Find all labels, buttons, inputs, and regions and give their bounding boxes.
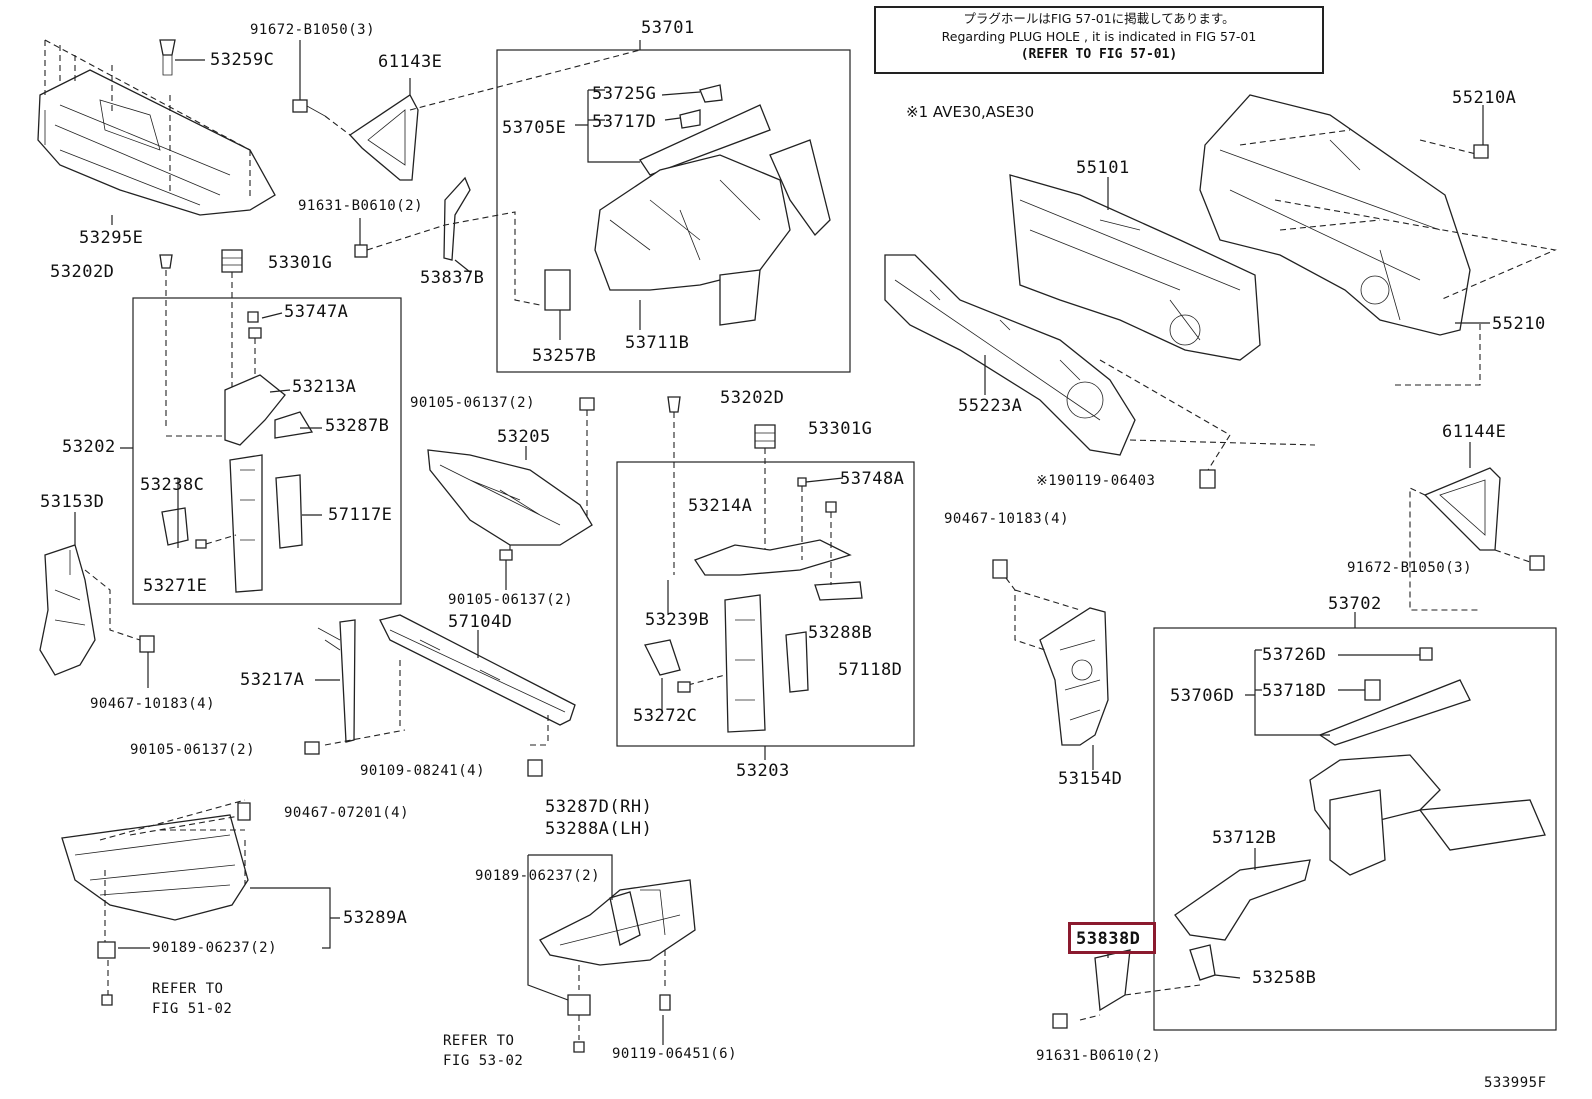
part-53154D-drawing bbox=[992, 559, 1109, 770]
part-label[interactable]: 57118D bbox=[838, 660, 903, 680]
part-label[interactable]: 53154D bbox=[1058, 769, 1123, 789]
part-label[interactable]: 53295E bbox=[79, 228, 144, 248]
part-label[interactable]: 57104D bbox=[448, 612, 513, 632]
part-61143E-drawing bbox=[292, 40, 641, 181]
part-61144E-drawing bbox=[1409, 442, 1545, 611]
highlight-53838D bbox=[1068, 922, 1156, 954]
part-label[interactable]: 53706D bbox=[1170, 686, 1235, 706]
part-55223A-drawing bbox=[884, 254, 1316, 489]
part-label[interactable]: 53705E bbox=[502, 118, 567, 138]
part-label[interactable]: 55223A bbox=[958, 396, 1023, 416]
part-label[interactable]: 61143E bbox=[378, 52, 443, 72]
part-label[interactable]: 90109-08241(4) bbox=[360, 763, 486, 779]
model-remark: ※1 AVE30,ASE30 bbox=[906, 103, 1035, 121]
part-53837B-drawing bbox=[354, 176, 541, 306]
figure-id: 533995F bbox=[1484, 1075, 1547, 1091]
part-53205-drawing bbox=[427, 397, 595, 590]
part-53153D-drawing bbox=[39, 512, 155, 688]
part-53701-drawing bbox=[544, 40, 831, 340]
refer-fig-53-line1[interactable]: REFER TO bbox=[443, 1033, 515, 1049]
part-55101-drawing bbox=[1009, 174, 1261, 361]
part-label[interactable]: 90105-06137(2) bbox=[448, 592, 574, 608]
part-label[interactable]: 90189-06237(2) bbox=[475, 868, 601, 884]
part-label-highlighted[interactable]: 53838D bbox=[1076, 929, 1141, 949]
part-label[interactable]: 53153D bbox=[40, 492, 105, 512]
refer-fig-53-line2[interactable]: FIG 53-02 bbox=[443, 1053, 524, 1069]
part-label[interactable]: 53203 bbox=[736, 761, 790, 781]
part-label[interactable]: 53257B bbox=[532, 346, 597, 366]
part-55210-drawing bbox=[1199, 94, 1557, 386]
part-53289A-drawing bbox=[61, 799, 340, 1006]
part-label[interactable]: 53202D bbox=[720, 388, 785, 408]
part-label[interactable]: 53214A bbox=[688, 496, 753, 516]
part-label[interactable]: 53301G bbox=[268, 253, 333, 273]
part-label[interactable]: 53837B bbox=[420, 268, 485, 288]
part-label[interactable]: 53238C bbox=[140, 475, 205, 495]
part-label[interactable]: 53217A bbox=[240, 670, 305, 690]
part-label[interactable]: 53725G bbox=[592, 84, 657, 104]
part-label[interactable]: 91631-B0610(2) bbox=[1036, 1048, 1162, 1064]
part-label[interactable]: 53213A bbox=[292, 377, 357, 397]
part-label[interactable]: 53301G bbox=[808, 419, 873, 439]
part-53203-drawing bbox=[644, 396, 863, 760]
part-label[interactable]: 53288B bbox=[808, 623, 873, 643]
part-label[interactable]: 53202D bbox=[50, 262, 115, 282]
part-label[interactable]: 53202 bbox=[62, 437, 116, 457]
part-label[interactable]: 55210 bbox=[1492, 314, 1546, 334]
plug-hole-note: プラグホールはFIG 57-01に掲載してあります。 Regarding PLU… bbox=[874, 6, 1324, 74]
part-label[interactable]: 90467-10183(4) bbox=[944, 511, 1070, 527]
part-label[interactable]: 90119-06451(6) bbox=[612, 1046, 738, 1062]
part-label[interactable]: 57117E bbox=[328, 505, 393, 525]
part-label[interactable]: 53287B bbox=[325, 416, 390, 436]
part-53702-drawing bbox=[1052, 612, 1546, 1029]
part-label[interactable]: 53289A bbox=[343, 908, 408, 928]
part-label[interactable]: 90105-06137(2) bbox=[410, 395, 536, 411]
part-label[interactable]: ※190119-06403 bbox=[1036, 473, 1156, 489]
part-label[interactable]: 53272C bbox=[633, 706, 698, 726]
part-label[interactable]: 91631-B0610(2) bbox=[298, 198, 424, 214]
part-label[interactable]: 53712B bbox=[1212, 828, 1277, 848]
part-label[interactable]: 53747A bbox=[284, 302, 349, 322]
part-label[interactable]: 53717D bbox=[592, 112, 657, 132]
part-label[interactable]: 53702 bbox=[1328, 594, 1382, 614]
part-label[interactable]: 61144E bbox=[1442, 422, 1507, 442]
note-line-japanese: プラグホールはFIG 57-01に掲載してあります。 bbox=[963, 11, 1235, 26]
part-label[interactable]: 91672-B1050(3) bbox=[250, 22, 376, 38]
note-refer-link[interactable]: (REFER TO FIG 57-01) bbox=[1020, 47, 1178, 62]
part-label[interactable]: 53748A bbox=[840, 469, 905, 489]
part-label[interactable]: 90189-06237(2) bbox=[152, 940, 278, 956]
part-label[interactable]: 90467-10183(4) bbox=[90, 696, 216, 712]
part-label[interactable]: 55101 bbox=[1076, 158, 1130, 178]
part-53295E-drawing bbox=[37, 39, 276, 225]
part-label[interactable]: 91672-B1050(3) bbox=[1347, 560, 1473, 576]
part-label[interactable]: 53258B bbox=[1252, 968, 1317, 988]
part-label[interactable]: 53701 bbox=[641, 18, 695, 38]
part-label[interactable]: 55210A bbox=[1452, 88, 1517, 108]
part-label[interactable]: 53287D(RH) bbox=[545, 797, 653, 817]
refer-fig-51-line2[interactable]: FIG 51-02 bbox=[152, 1001, 233, 1017]
part-label[interactable]: 53239B bbox=[645, 610, 710, 630]
part-label[interactable]: 53288A(LH) bbox=[545, 819, 653, 839]
part-label[interactable]: 53259C bbox=[210, 50, 275, 70]
part-label[interactable]: 53711B bbox=[625, 333, 690, 353]
part-53287D-drawing bbox=[527, 854, 696, 1053]
part-label[interactable]: 90105-06137(2) bbox=[130, 742, 256, 758]
note-line-english: Regarding PLUG HOLE , it is indicated in… bbox=[941, 29, 1257, 44]
part-label[interactable]: 53271E bbox=[143, 576, 208, 596]
part-57104D-drawing bbox=[304, 614, 576, 777]
part-label[interactable]: 90467-07201(4) bbox=[284, 805, 410, 821]
part-label[interactable]: 53726D bbox=[1262, 645, 1327, 665]
part-53202-drawing bbox=[120, 249, 322, 593]
part-label[interactable]: 53718D bbox=[1262, 681, 1327, 701]
refer-fig-51-line1[interactable]: REFER TO bbox=[152, 981, 224, 997]
part-label[interactable]: 53205 bbox=[497, 427, 551, 447]
